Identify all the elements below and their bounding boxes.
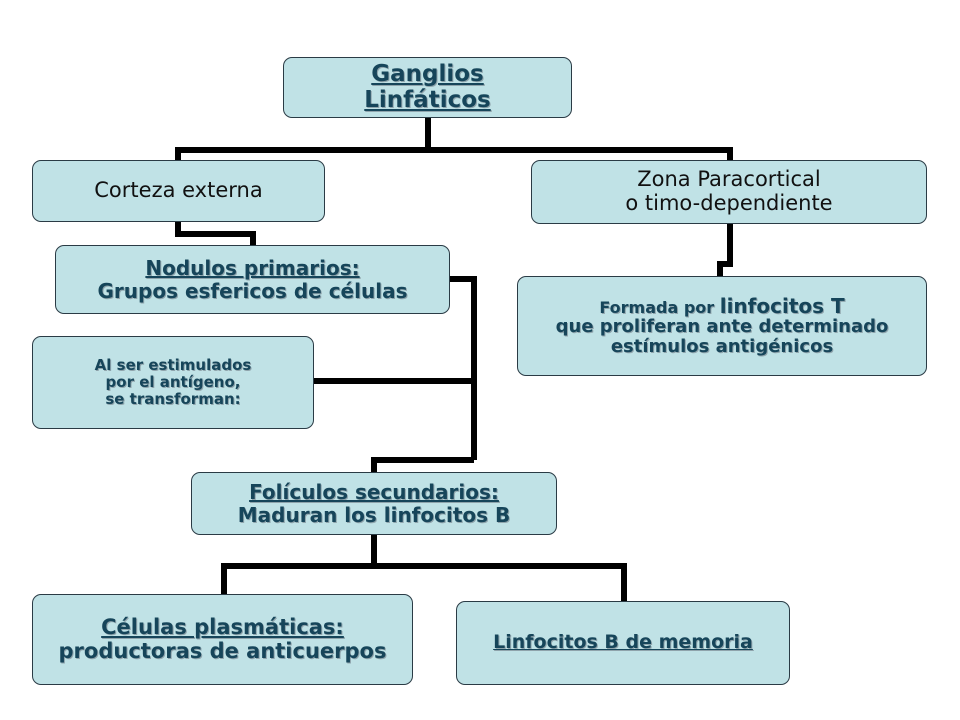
root-line2: Linfáticos xyxy=(364,86,491,113)
node-nodulos-primarios: Nodulos primarios: Grupos esfericos de c… xyxy=(55,245,450,314)
node-linfocitos-b-memoria: Linfocitos B de memoria xyxy=(456,601,790,685)
plasmaticas-line1: Células plasmáticas: xyxy=(101,614,344,639)
nodulos-line2: Grupos esfericos de células xyxy=(97,278,408,303)
formada-line2: que proliferan ante determinado xyxy=(555,316,889,338)
plasmaticas-line2: productoras de anticuerpos xyxy=(58,638,387,663)
nodulos-line1: Nodulos primarios: xyxy=(145,256,360,281)
estimulados-line1: Al ser estimulados xyxy=(94,356,252,375)
node-ganglios-linfaticos: Ganglios Linfáticos xyxy=(283,57,572,118)
estimulados-line2: por el antígeno, xyxy=(105,373,241,392)
node-zona-paracortical: Zona Paracortical o timo-dependiente xyxy=(531,160,927,224)
foliculos-line2: Maduran los linfocitos B xyxy=(237,502,511,527)
foliculos-line1: Folículos secundarios: xyxy=(249,480,499,505)
formada-line1: Formada por linfocitos T xyxy=(599,293,845,318)
node-formada-por-linfocitos-t: Formada por linfocitos T que proliferan … xyxy=(517,276,927,376)
memoria-text: Linfocitos B de memoria xyxy=(493,631,753,654)
connector-paracortical-formada xyxy=(717,224,733,276)
connector-spine-foliculos xyxy=(371,457,474,472)
node-al-ser-estimulados: Al ser estimulados por el antígeno, se t… xyxy=(32,336,314,429)
connector-nodulos-spine xyxy=(449,276,477,460)
estimulados-line3: se transforman: xyxy=(105,389,241,408)
paracortical-line2: o timo-dependiente xyxy=(625,191,833,215)
formada-line1-a: Formada por xyxy=(599,297,720,317)
connector-corteza-nodulos xyxy=(175,220,256,246)
root-line1: Ganglios xyxy=(371,60,484,87)
connector-root-left xyxy=(175,147,733,162)
node-celulas-plasmaticas: Células plasmáticas: productoras de anti… xyxy=(32,594,413,685)
formada-line1-b: linfocitos T xyxy=(719,293,845,318)
node-corteza-externa: Corteza externa xyxy=(32,160,325,222)
connector-leaves xyxy=(221,563,627,601)
node-foliculos-secundarios: Folículos secundarios: Maduran los linfo… xyxy=(191,472,557,535)
paracortical-line1: Zona Paracortical xyxy=(637,167,821,192)
corteza-text: Corteza externa xyxy=(94,178,263,203)
formada-line3: estímulos antigénicos xyxy=(610,336,834,358)
